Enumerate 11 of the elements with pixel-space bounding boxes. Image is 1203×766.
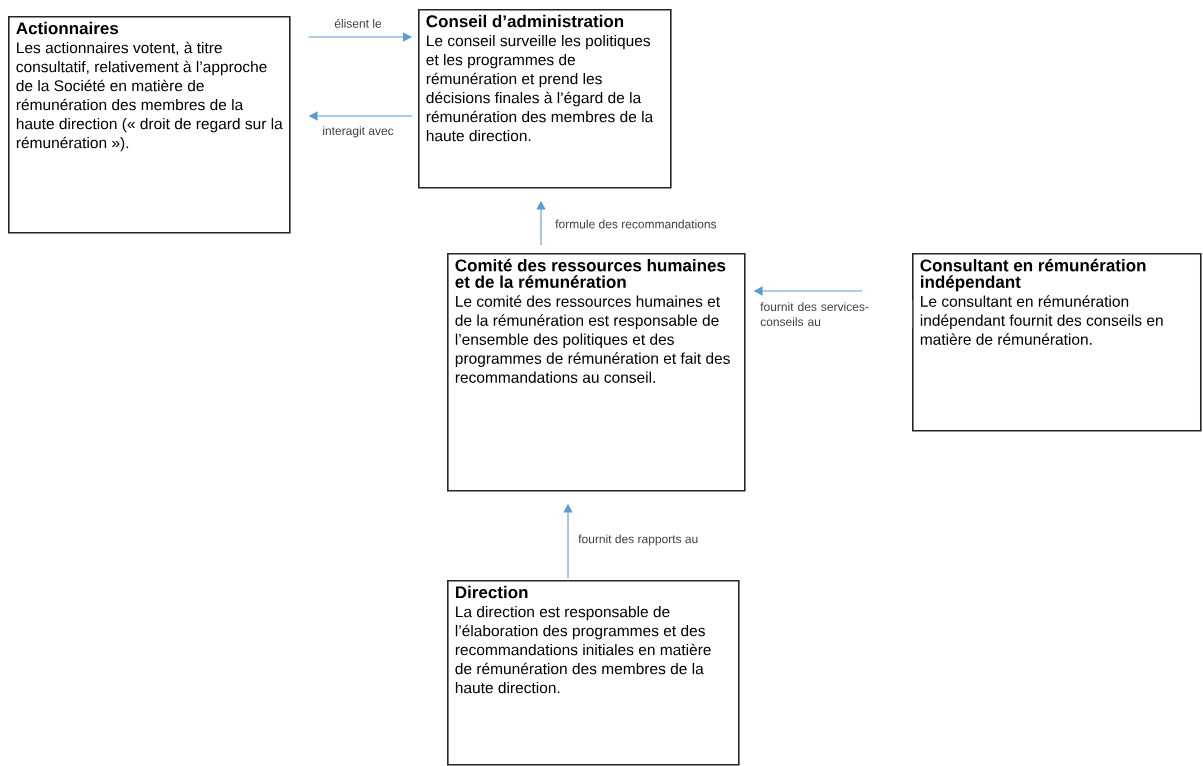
arrow: [308, 32, 412, 42]
text-box: Comité des ressources humaines et de la rémunération Le comité des ressources humaines et de la rémunération est responsable de l’ensemble des politiques et des programmes de rémunération et fait des recommandations au conseil.: [447, 253, 746, 492]
text-box: Conseil d’administration Le conseil surveille les politiques et les programmes de rémunération et prend les décisions finales à l’égard de la rémunération des membres de la haute direction.: [418, 9, 672, 189]
text-box: Direction La direction est responsable de l’élaboration des programmes et des recommandations initiales en matière de rémunération des membres de la haute direction.: [447, 580, 740, 766]
text-box: Consultant en rémunération indépendant Le consultant en rémunération indépendant fournit des conseils en matière de rémunération.: [912, 253, 1202, 432]
edge-label: fournit des rapports au: [576, 532, 701, 548]
edge-label: élisent le: [332, 16, 384, 30]
text-box: Actionnaires Les actionnaires votent, à titre consultatif, relativement à l’approche de la Société en matière de rémunération des membres de la haute direction (« droit de regard sur la rémunération »).: [8, 16, 291, 234]
edge-label: formule des recommandations: [553, 217, 719, 231]
edge-label: interagit avec: [320, 124, 396, 140]
edge-label: fournit des services-conseils au: [758, 300, 913, 328]
